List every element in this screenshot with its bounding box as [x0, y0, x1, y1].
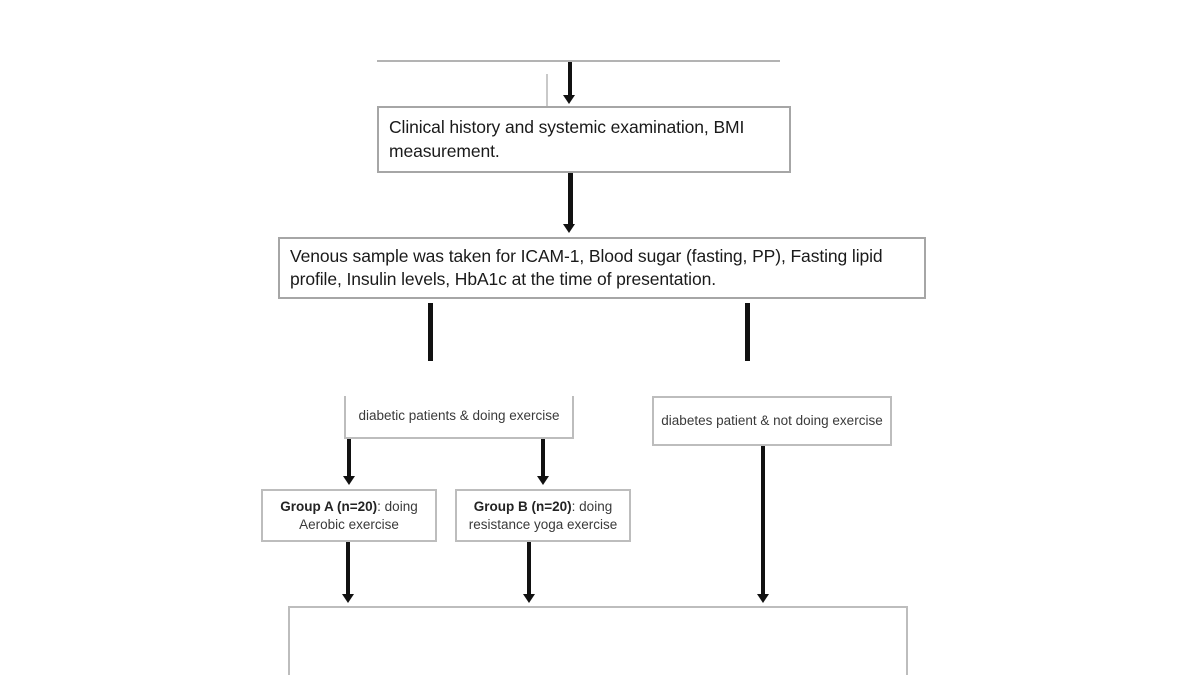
no-exercise-group-label: diabetes patient & not doing exercise — [661, 413, 883, 429]
connector-no-exercise-to-bottom — [761, 446, 765, 598]
venous-sample-label: Venous sample was taken for ICAM-1, Bloo… — [290, 245, 883, 289]
group-a-box: Group A (n=20): doing Aerobic exercise — [261, 489, 437, 542]
arrowhead-no-exercise-to-bottom — [757, 594, 769, 603]
group-a-line2: Aerobic exercise — [299, 516, 399, 532]
clinical-history-label: Clinical history and systemic examinatio… — [389, 117, 745, 161]
connector-top-to-clinical — [568, 62, 572, 98]
venous-sample-box: Venous sample was taken for ICAM-1, Bloo… — [278, 237, 926, 299]
group-b-rest: : doing — [571, 498, 613, 514]
connector-group-b-to-bottom — [527, 542, 531, 598]
truncated-bottom-box — [288, 606, 908, 675]
group-a-bold: Group A (n=20) — [280, 498, 378, 514]
connector-venous-to-no-exercise — [745, 303, 750, 361]
clinical-history-box: Clinical history and systemic examinatio… — [377, 106, 791, 173]
image-clip-band — [246, 370, 646, 396]
no-exercise-group-box: diabetes patient & not doing exercise — [652, 396, 892, 446]
arrowhead-top-to-clinical — [563, 95, 575, 104]
truncated-top-box — [377, 4, 780, 62]
group-b-bold: Group B (n=20) — [473, 498, 572, 514]
group-a-label: Group A (n=20): doing Aerobic exercise — [263, 498, 435, 534]
group-b-label: Group B (n=20): doing resistance yoga ex… — [457, 498, 629, 534]
group-a-rest: : doing — [377, 498, 418, 514]
connector-stub-thin — [546, 74, 548, 108]
exercise-group-label: diabetic patients & doing exercise — [358, 407, 560, 423]
connector-exercise-to-group-a — [347, 439, 351, 481]
group-b-box: Group B (n=20): doing resistance yoga ex… — [455, 489, 631, 542]
connector-clinical-to-venous — [568, 173, 573, 227]
connector-group-a-to-bottom — [346, 542, 350, 598]
arrowhead-exercise-to-group-b — [537, 476, 549, 485]
connector-venous-to-exercise — [428, 303, 433, 361]
arrowhead-clinical-to-venous — [563, 224, 575, 233]
arrowhead-group-a-to-bottom — [342, 594, 354, 603]
connector-exercise-to-group-b — [541, 439, 545, 481]
group-b-line2: resistance yoga exercise — [468, 516, 618, 532]
arrowhead-group-b-to-bottom — [523, 594, 535, 603]
arrowhead-exercise-to-group-a — [343, 476, 355, 485]
